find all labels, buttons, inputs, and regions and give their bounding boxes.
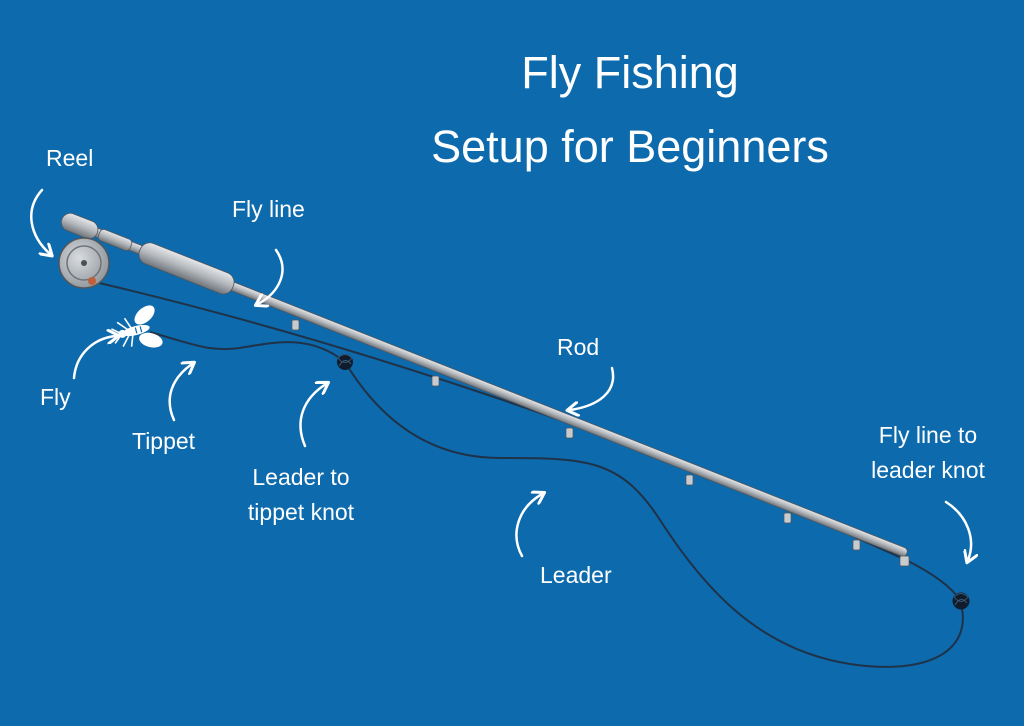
label-fly-line-to-leader-knot: Fly line to leader knot — [858, 418, 998, 487]
rod-guide — [565, 427, 574, 439]
title-line-1: Fly Fishing — [521, 47, 739, 98]
rod-arrow-icon — [570, 366, 615, 410]
fly-line-to-leader-arrow-icon — [944, 500, 971, 560]
rod-guide — [291, 319, 300, 331]
reel-arrow-icon — [30, 188, 50, 254]
rod — [60, 212, 910, 567]
label-reel: Reel — [46, 145, 94, 171]
rod-grip — [138, 242, 235, 295]
label-fly-line-to-leader-line-1: Fly line to — [878, 422, 978, 448]
title-line-2: Setup for Beginners — [431, 121, 829, 172]
label-leader: Leader — [540, 562, 612, 588]
label-fly-line: Fly line — [232, 196, 305, 222]
reel-icon — [58, 237, 110, 289]
label-leader-to-tippet-line-1: Leader to — [252, 464, 350, 490]
label-fly: Fly — [40, 384, 71, 410]
rod-guide — [783, 512, 792, 524]
label-fly-line-to-leader-line-2: leader knot — [871, 456, 985, 483]
label-leader-to-tippet-knot: Leader to tippet knot — [236, 460, 366, 529]
leader-line — [344, 361, 964, 668]
leader-arrow-icon — [515, 494, 542, 558]
rod-guide — [685, 474, 694, 486]
knot-icon — [337, 354, 353, 370]
fly-arrow-icon — [72, 336, 116, 380]
tippet-arrow-icon — [168, 364, 192, 422]
tippet-line — [149, 331, 346, 363]
rod-butt — [60, 212, 133, 252]
label-tippet: Tippet — [132, 428, 196, 454]
fly-line — [94, 281, 961, 601]
rod-tip — [899, 555, 910, 567]
rod-guide — [852, 539, 861, 551]
fly-icon — [111, 305, 163, 348]
rod-guide — [431, 375, 440, 387]
label-rod: Rod — [557, 334, 600, 360]
label-leader-to-tippet-line-2: tippet knot — [247, 498, 355, 525]
leader-to-tippet-arrow-icon — [299, 384, 326, 448]
knot-icon — [952, 592, 970, 610]
fly-line-arrow-icon — [258, 248, 284, 304]
